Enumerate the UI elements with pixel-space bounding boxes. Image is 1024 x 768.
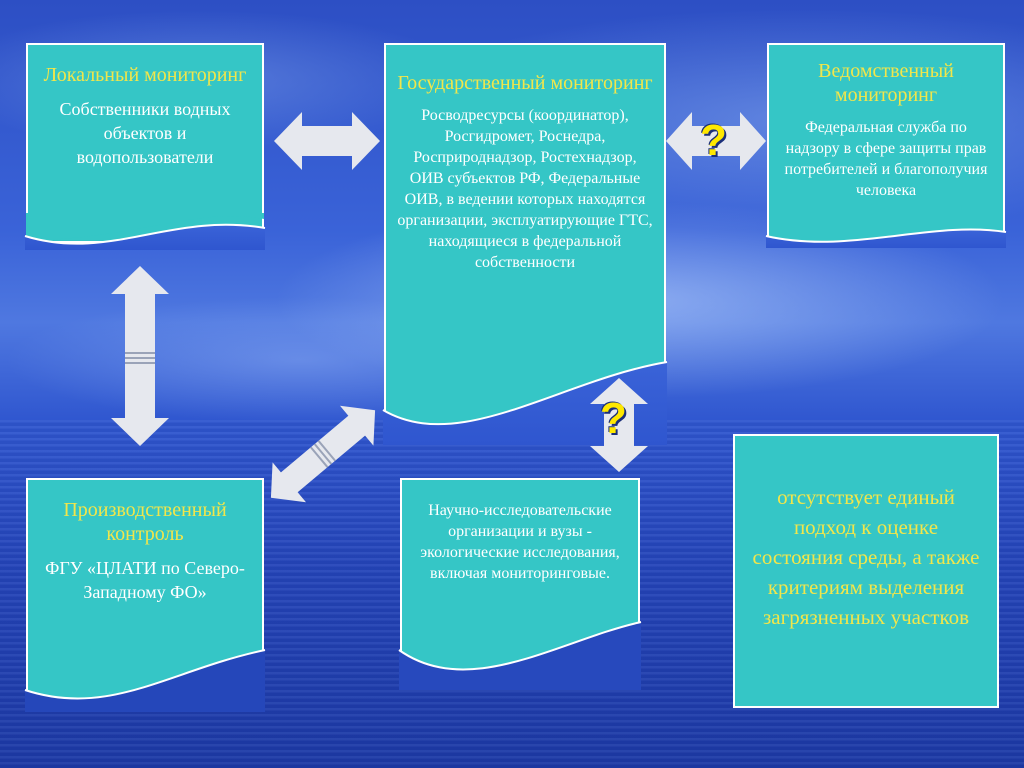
double-arrow-icon xyxy=(111,266,169,446)
conclusion-box: отсутствует единый подход к оценке состо… xyxy=(733,434,999,708)
card-title: Локальный мониторинг xyxy=(43,64,247,86)
wave-edge xyxy=(26,213,264,241)
card-body: Росводресурсы (координатор), Росгидромет… xyxy=(397,107,653,271)
double-arrow-icon xyxy=(274,112,380,170)
card-research: Научно-исследовательские организации и в… xyxy=(400,478,640,678)
card-body: Научно-исследовательские организации и в… xyxy=(420,502,620,582)
card-state-monitoring: Государственный мониторинг Росводресурсы… xyxy=(384,43,666,437)
card-local-monitoring: Локальный мониторинг Собственники водных… xyxy=(26,43,264,243)
card-body: Собственники водных объектов и водопольз… xyxy=(59,99,231,167)
card-body: ФГУ «ЦЛАТИ по Северо-Западному ФО» xyxy=(45,558,245,602)
double-arrow-icon xyxy=(590,378,648,472)
question-mark-icon: ? xyxy=(700,116,727,165)
question-mark-icon: ? xyxy=(600,394,627,443)
double-arrow-icon xyxy=(666,112,766,170)
card-title: Производственный контроль xyxy=(63,499,227,545)
card-body: Федеральная служба по надзору в сфере за… xyxy=(784,119,988,199)
card-departmental-monitoring: Ведомственный мониторинг Федеральная слу… xyxy=(767,43,1005,243)
conclusion-text: отсутствует единый подход к оценке состо… xyxy=(752,485,980,629)
card-title: Государственный мониторинг xyxy=(397,72,653,94)
card-title: Ведомственный мониторинг xyxy=(818,60,954,106)
double-arrow-icon xyxy=(270,405,376,503)
